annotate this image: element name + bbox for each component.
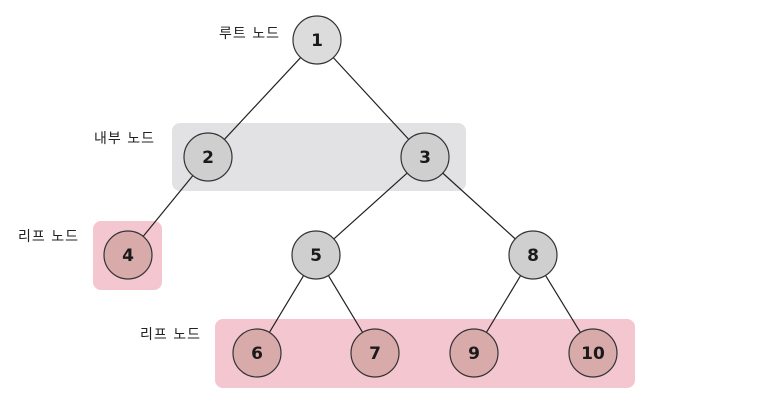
tree-node-7: 7 — [350, 328, 400, 378]
node-label-8: 8 — [527, 246, 539, 266]
tree-node-9: 9 — [449, 328, 499, 378]
node-circle-4 — [103, 230, 153, 280]
node-circle-5 — [291, 230, 341, 280]
edge-8-10 — [545, 275, 581, 333]
edge-3-5 — [333, 172, 408, 240]
tree-node-4: 4 — [103, 230, 153, 280]
tree-node-8: 8 — [508, 230, 558, 280]
tree-node-3: 3 — [400, 132, 450, 182]
leaf-node-label-bottom: 리프 노드 — [140, 327, 201, 343]
node-circle-3 — [400, 132, 450, 182]
node-circle-8 — [508, 230, 558, 280]
tree-node-5: 5 — [291, 230, 341, 280]
node-circle-1 — [292, 15, 342, 65]
node-label-3: 3 — [419, 148, 431, 168]
node-circle-10 — [568, 328, 618, 378]
node-label-1: 1 — [311, 31, 323, 51]
edge-5-7 — [327, 275, 364, 333]
root-node-label: 루트 노드 — [219, 26, 280, 42]
internal-nodes-region — [172, 123, 466, 191]
node-circle-2 — [183, 132, 233, 182]
internal-node-label: 내부 노드 — [94, 131, 155, 147]
node-circle-7 — [350, 328, 400, 378]
node-label-7: 7 — [369, 344, 381, 364]
leaf-nodes-region-bottom — [215, 319, 635, 388]
edge-2-4 — [142, 175, 194, 237]
node-circle-6 — [232, 328, 282, 378]
edge-1-2 — [223, 57, 302, 140]
tree-node-1: 1 — [292, 15, 342, 65]
node-label-9: 9 — [468, 344, 480, 364]
tree-node-10: 10 — [568, 328, 618, 378]
node-label-6: 6 — [251, 344, 263, 364]
edge-1-3 — [332, 57, 410, 140]
node-label-10: 10 — [581, 344, 605, 364]
tree-node-2: 2 — [183, 132, 233, 182]
tree-node-6: 6 — [232, 328, 282, 378]
leaf-node-label-left: 리프 노드 — [18, 229, 79, 245]
edge-8-9 — [485, 275, 522, 333]
nodes-layer: 1 2 3 4 5 8 6 7 9 10 — [103, 15, 618, 378]
node-circle-9 — [449, 328, 499, 378]
edges-layer — [142, 57, 581, 333]
node-label-4: 4 — [122, 246, 134, 266]
node-label-5: 5 — [310, 246, 322, 266]
edge-3-8 — [442, 172, 516, 240]
node-label-2: 2 — [202, 148, 214, 168]
edge-5-6 — [268, 275, 305, 333]
